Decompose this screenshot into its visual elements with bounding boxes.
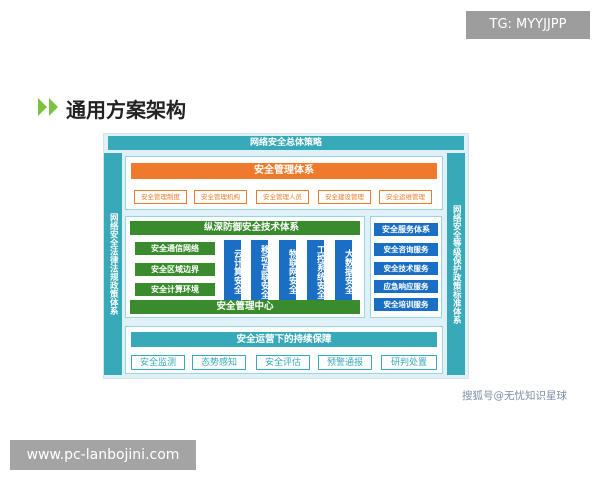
defense-column: 物联网安全 <box>279 240 297 300</box>
source-watermark: 搜狐号@无忧知识星球 <box>462 390 567 402</box>
defense-column: 云计算安全 <box>224 240 242 300</box>
mgmt-item: 安全管理制度 <box>134 190 187 204</box>
operation-item: 研判处置 <box>381 355 437 370</box>
mgmt-item: 安全管理机构 <box>194 190 247 204</box>
management-center: 安全管理中心 <box>130 300 360 314</box>
defense-header: 纵深防御安全技术体系 <box>130 221 360 235</box>
defense-row: 安全通信网络 <box>135 242 215 255</box>
operations-header: 安全运营下的持续保障 <box>131 332 437 347</box>
tg-badge: TG: MYYJJPP <box>466 11 590 39</box>
page-title: 通用方案架构 <box>66 98 186 122</box>
service-item: 应急响应服务 <box>374 280 438 293</box>
defense-row: 安全计算环境 <box>135 283 215 296</box>
website-url-badge: www.pc-lanbojini.com <box>10 440 196 470</box>
management-header: 安全管理体系 <box>131 163 437 179</box>
service-item: 安全培训服务 <box>374 298 438 311</box>
defense-column: 移动互联安全 <box>251 240 269 300</box>
services-header: 安全服务体系 <box>374 223 438 236</box>
defense-row: 安全区域边界 <box>135 263 215 276</box>
mgmt-item: 安全建设管理 <box>318 190 371 204</box>
defense-column: 大数据安全 <box>335 240 353 300</box>
service-item: 安全技术服务 <box>374 262 438 275</box>
overall-strategy-bar: 网络安全总体策略 <box>108 136 464 150</box>
operation-item: 安全评估 <box>256 355 310 370</box>
left-policy-bar: 网络安全法律法规政策体系 <box>104 153 122 375</box>
defense-column: 工控系统安全 <box>307 240 325 300</box>
service-item: 安全咨询服务 <box>374 243 438 256</box>
mgmt-item: 安全运维管理 <box>379 190 432 204</box>
operation-item: 态势感知 <box>192 355 246 370</box>
operation-item: 预警通报 <box>318 355 372 370</box>
double-arrow-icon <box>38 98 58 116</box>
operation-item: 安全监测 <box>131 355 185 370</box>
mgmt-item: 安全管理人员 <box>256 190 309 204</box>
right-standard-bar: 网络安全等级保护政策标准体系 <box>447 153 465 375</box>
